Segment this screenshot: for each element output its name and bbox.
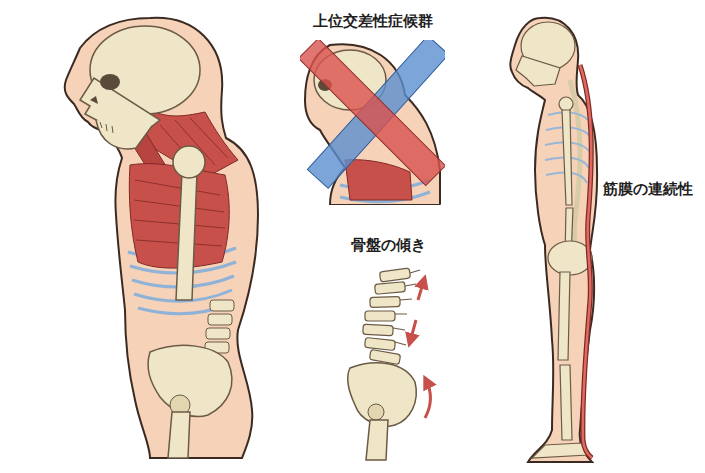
tilt-arrow <box>410 280 430 418</box>
skeleton <box>516 56 560 86</box>
skeleton <box>532 443 588 458</box>
pelvic-tilt-figure <box>368 404 384 420</box>
spine <box>208 314 232 325</box>
pelvis <box>148 345 232 458</box>
spine <box>365 311 395 321</box>
spine <box>206 328 230 339</box>
skeleton <box>516 22 592 458</box>
pelvis <box>348 363 417 427</box>
red-band <box>300 40 445 186</box>
spine <box>205 300 234 353</box>
skeleton <box>559 97 573 111</box>
spine <box>375 282 406 295</box>
spine <box>365 337 396 350</box>
spine <box>379 268 410 282</box>
pelvis <box>148 345 232 416</box>
skull <box>80 26 200 149</box>
crossed-syndrome-figure <box>300 40 445 205</box>
section-title: 筋膜の連続性 <box>603 180 693 198</box>
pelvis <box>168 412 190 458</box>
section-title: 上位交差性症候群 <box>313 12 433 30</box>
fascia-line <box>580 65 592 458</box>
skull <box>100 74 120 90</box>
spine <box>363 324 393 336</box>
femur <box>366 420 388 460</box>
skeleton <box>560 365 572 440</box>
arm-bone <box>173 146 205 178</box>
skull <box>90 96 98 104</box>
tilt-arrow <box>425 380 430 418</box>
skin-outline <box>65 18 258 458</box>
spine <box>363 268 420 365</box>
tilt-arrow <box>418 280 424 300</box>
spine <box>370 296 400 307</box>
tilt-arrow <box>410 320 416 342</box>
pelvic-tilt-figure <box>348 268 431 460</box>
pectoral-muscle <box>345 160 412 200</box>
standing-figure <box>510 18 597 462</box>
posture-figure <box>65 18 258 458</box>
fascia-line <box>580 65 592 458</box>
arm-bone <box>176 172 197 300</box>
arm-bone <box>173 146 205 300</box>
skull <box>96 120 152 149</box>
section-title: 骨盤の傾き <box>351 236 426 254</box>
spine <box>393 270 420 345</box>
skeleton <box>548 241 592 275</box>
spine <box>210 300 234 311</box>
skull <box>100 122 113 133</box>
skeleton <box>558 272 570 360</box>
skin-outline <box>510 18 597 462</box>
skeleton <box>562 110 572 205</box>
red-band <box>300 40 445 186</box>
